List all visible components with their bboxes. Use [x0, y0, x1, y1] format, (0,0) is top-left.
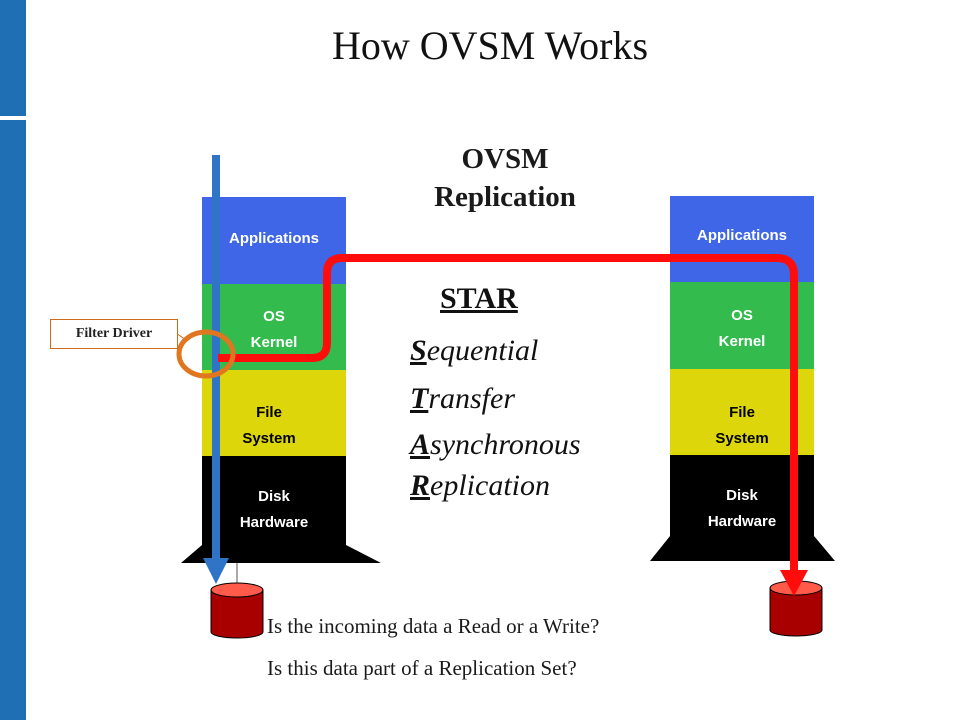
sidebar-accent-bar	[0, 0, 26, 720]
right-disk-hardware-layer	[650, 455, 835, 561]
right-applications-label: Applications	[696, 227, 787, 244]
replication-path-arrow	[218, 254, 808, 596]
left-applications-label: Applications	[228, 230, 319, 247]
page-title: How OVSM Works	[331, 23, 649, 68]
filter-driver-circle-icon	[176, 329, 236, 379]
question-replication-set: Is this data part of a Replication Set?	[267, 656, 577, 680]
star-heading: STAR	[440, 282, 518, 315]
left-disk-hardware-layer	[181, 456, 381, 563]
left-file-system-layer	[202, 370, 346, 456]
sidebar-notch	[0, 116, 26, 120]
filter-driver-label: Filter Driver	[50, 319, 178, 349]
replication-heading: OVSM Replication	[434, 143, 576, 213]
acronym-replication: Replication	[410, 469, 550, 502]
read-path-arrow	[203, 155, 229, 584]
left-applications-layer	[202, 197, 346, 284]
right-disk-icon	[769, 580, 823, 637]
acronym-sequential: Sequential	[410, 334, 539, 367]
acronym-transfer: Transfer	[410, 382, 516, 415]
left-disk-icon	[210, 582, 264, 639]
acronym-asynchronous: Asynchronous	[410, 428, 581, 461]
question-read-write: Is the incoming data a Read or a Write?	[267, 614, 600, 638]
